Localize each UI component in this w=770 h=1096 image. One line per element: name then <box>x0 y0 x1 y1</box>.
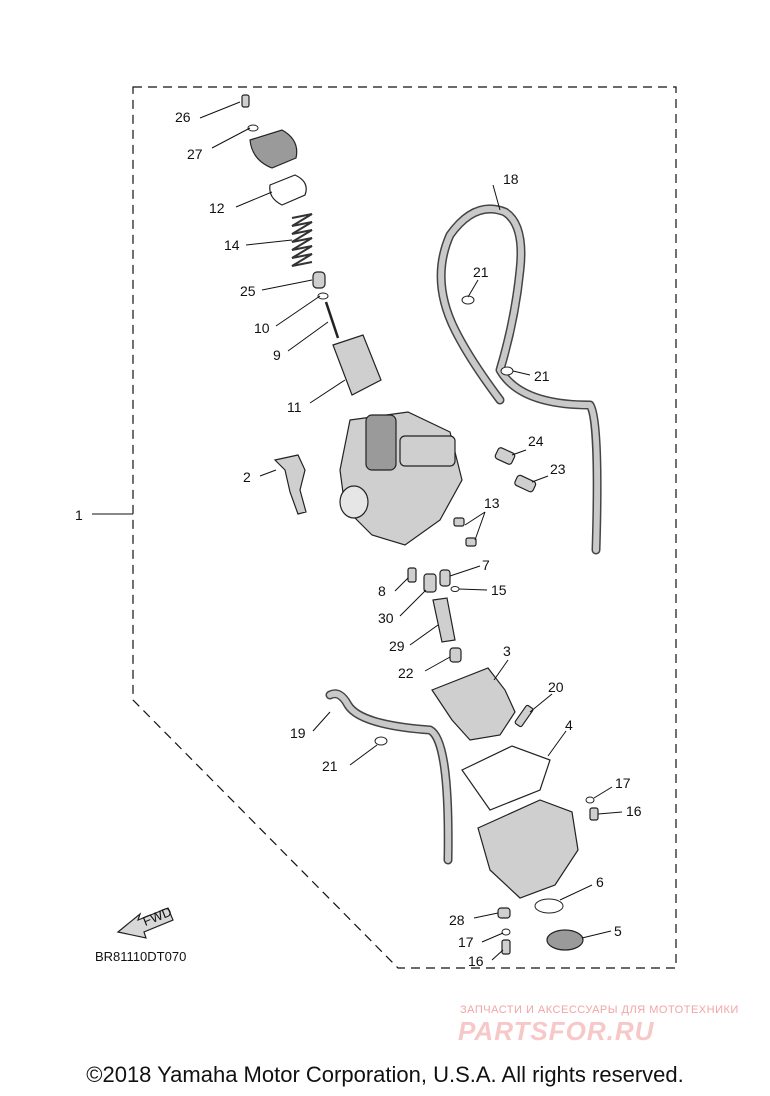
carburetor-body <box>339 411 463 546</box>
callout-21-low: 21 <box>322 758 338 774</box>
callout-16-top: 16 <box>626 803 642 819</box>
callout-24: 24 <box>528 433 544 449</box>
callout-30: 30 <box>378 610 394 626</box>
callout-21-mid: 21 <box>534 368 550 384</box>
callout-13: 13 <box>484 495 500 511</box>
callout-29: 29 <box>389 638 405 654</box>
screw-13a <box>453 517 465 527</box>
callout-3: 3 <box>503 643 511 659</box>
callout-7: 7 <box>482 557 490 573</box>
float-3 <box>431 667 516 741</box>
float-bowl <box>477 799 579 899</box>
callout-1: 1 <box>75 507 83 523</box>
leader-lines <box>92 101 623 961</box>
cap-top <box>249 129 298 169</box>
callout-5: 5 <box>614 923 622 939</box>
drawing-code: BR81110DT070 <box>95 949 186 964</box>
callout-26: 26 <box>175 109 191 125</box>
callout-27: 27 <box>187 146 203 162</box>
fwd-arrow-icon: FWD <box>116 904 174 939</box>
callout-16-low: 16 <box>468 953 484 969</box>
callout-4: 4 <box>565 717 573 733</box>
callout-15: 15 <box>491 582 507 598</box>
callout-17-low: 17 <box>458 934 474 950</box>
callout-20: 20 <box>548 679 564 695</box>
callout-19: 19 <box>290 725 306 741</box>
callout-8: 8 <box>378 583 386 599</box>
washer-17b <box>501 928 511 936</box>
callout-28: 28 <box>449 912 465 928</box>
clip-10 <box>317 292 329 300</box>
callout-18: 18 <box>503 171 519 187</box>
jet-needle-9 <box>324 301 340 339</box>
callout-9: 9 <box>273 347 281 363</box>
gasket-4 <box>461 745 551 811</box>
watermark-tagline: ЗАПЧАСТИ И АКСЕССУАРЫ ДЛЯ МОТОТЕХНИКИ <box>460 1004 739 1016</box>
clip-21-low <box>374 736 388 746</box>
assembly-boundary <box>132 86 677 969</box>
copyright-notice: ©2018 Yamaha Motor Corporation, U.S.A. A… <box>86 1062 684 1087</box>
screw-16b <box>501 939 511 955</box>
callout-14: 14 <box>224 237 240 253</box>
callout-17-top: 17 <box>615 775 631 791</box>
main-jet-22 <box>449 647 462 663</box>
pin-20 <box>514 704 534 728</box>
hose-18 <box>436 204 602 555</box>
callout-25: 25 <box>240 283 256 299</box>
clip-21-mid <box>500 366 514 376</box>
jet-30 <box>423 573 437 593</box>
callout-11: 11 <box>287 399 302 415</box>
washer-17a <box>585 796 595 804</box>
part-28 <box>497 907 511 919</box>
hose-19 <box>325 689 453 865</box>
screw-13b <box>465 537 477 547</box>
callout-6: 6 <box>596 874 604 890</box>
throttle-valve-11 <box>332 334 382 396</box>
gasket-12 <box>269 174 307 206</box>
needle-clip-25 <box>312 271 326 289</box>
needle-jet-29 <box>432 597 456 643</box>
spring-14 <box>291 213 313 267</box>
cap-5 <box>546 929 584 951</box>
screw-26 <box>241 94 250 108</box>
jet-7 <box>439 569 451 587</box>
oring-6 <box>534 898 564 914</box>
callout-22: 22 <box>398 665 414 681</box>
watermark-logo: PARTSFOR.RU <box>458 1016 655 1046</box>
air-screw-2 <box>273 454 307 515</box>
clip-21-top <box>461 295 475 305</box>
screw-16a <box>589 807 599 821</box>
callout-21-top: 21 <box>473 264 489 280</box>
callout-10: 10 <box>254 320 270 336</box>
ring-15 <box>450 586 460 592</box>
callout-23: 23 <box>550 461 566 477</box>
part-24 <box>494 447 516 465</box>
washer-27 <box>247 124 259 132</box>
part-23 <box>514 474 537 493</box>
callout-2: 2 <box>243 469 251 485</box>
callout-12: 12 <box>209 200 225 216</box>
jet-8 <box>407 567 417 583</box>
